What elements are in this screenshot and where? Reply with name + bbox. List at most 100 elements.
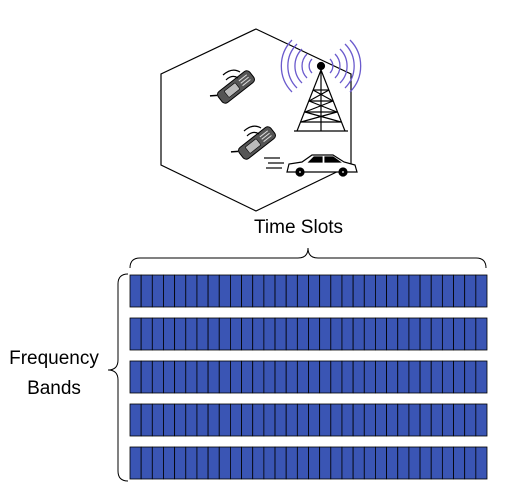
time-slot bbox=[464, 446, 477, 480]
time-slot bbox=[241, 360, 254, 394]
time-slot bbox=[163, 317, 176, 351]
time-slot bbox=[274, 274, 287, 308]
time-slot bbox=[263, 317, 276, 351]
time-slot bbox=[308, 446, 321, 480]
time-slot bbox=[363, 317, 376, 351]
time-slot bbox=[129, 274, 142, 308]
time-slot bbox=[129, 360, 142, 394]
time-slot bbox=[408, 446, 421, 480]
time-slot bbox=[274, 446, 287, 480]
time-slot bbox=[441, 446, 454, 480]
frequency-band bbox=[129, 403, 488, 437]
time-slot bbox=[397, 403, 410, 437]
time-slot bbox=[207, 317, 220, 351]
time-slot bbox=[352, 274, 365, 308]
time-slot bbox=[241, 446, 254, 480]
time-slot bbox=[185, 317, 198, 351]
time-slot bbox=[464, 317, 477, 351]
time-slot bbox=[341, 446, 354, 480]
time-slot bbox=[430, 403, 443, 437]
time-slot bbox=[151, 360, 164, 394]
time-slot bbox=[441, 317, 454, 351]
car-icon bbox=[286, 154, 358, 177]
time-slot bbox=[196, 317, 209, 351]
time-slot bbox=[430, 360, 443, 394]
time-slot bbox=[330, 446, 343, 480]
time-slot bbox=[285, 317, 298, 351]
time-slot bbox=[140, 317, 153, 351]
time-slot bbox=[375, 274, 388, 308]
time-slot bbox=[296, 360, 309, 394]
time-slot bbox=[363, 446, 376, 480]
time-slot bbox=[352, 403, 365, 437]
time-slot bbox=[163, 403, 176, 437]
time-slot bbox=[263, 360, 276, 394]
time-slot bbox=[386, 403, 399, 437]
time-slot bbox=[163, 446, 176, 480]
time-slot bbox=[308, 274, 321, 308]
time-slot bbox=[475, 274, 488, 308]
time-slot bbox=[319, 274, 332, 308]
time-slot bbox=[408, 274, 421, 308]
speed-lines bbox=[264, 157, 284, 169]
time-slot bbox=[408, 403, 421, 437]
time-slot bbox=[464, 360, 477, 394]
time-slot bbox=[263, 446, 276, 480]
time-slot bbox=[308, 403, 321, 437]
time-slot bbox=[341, 403, 354, 437]
time-slot bbox=[363, 360, 376, 394]
time-slot bbox=[375, 446, 388, 480]
frequency-band bbox=[129, 446, 488, 480]
time-frequency-grid bbox=[129, 274, 488, 480]
time-slot bbox=[375, 360, 388, 394]
frequency-bands-brace bbox=[107, 273, 129, 482]
time-slot bbox=[140, 360, 153, 394]
time-slot bbox=[174, 446, 187, 480]
time-slot bbox=[319, 360, 332, 394]
frequency-bands-label: Frequency Bands bbox=[0, 344, 108, 404]
time-slot bbox=[296, 274, 309, 308]
time-slot bbox=[218, 403, 231, 437]
time-slot bbox=[296, 446, 309, 480]
time-slot bbox=[408, 360, 421, 394]
time-slot bbox=[419, 274, 432, 308]
frequency-band bbox=[129, 274, 488, 308]
time-slot bbox=[207, 403, 220, 437]
time-slot bbox=[285, 360, 298, 394]
time-slot bbox=[218, 317, 231, 351]
time-slot bbox=[430, 446, 443, 480]
time-slot bbox=[352, 317, 365, 351]
time-slot bbox=[419, 360, 432, 394]
time-slot bbox=[218, 446, 231, 480]
time-slot bbox=[441, 403, 454, 437]
time-slot bbox=[453, 403, 466, 437]
time-slot bbox=[296, 317, 309, 351]
frequency-band bbox=[129, 317, 488, 351]
time-slot bbox=[397, 360, 410, 394]
time-slot bbox=[207, 446, 220, 480]
time-slot bbox=[341, 274, 354, 308]
time-slot bbox=[174, 403, 187, 437]
time-slot bbox=[185, 403, 198, 437]
time-slot bbox=[341, 317, 354, 351]
time-slot bbox=[163, 274, 176, 308]
time-slot bbox=[285, 403, 298, 437]
time-slot bbox=[330, 274, 343, 308]
time-slot bbox=[352, 446, 365, 480]
frequency-label-line2: Bands bbox=[27, 378, 81, 399]
time-slot bbox=[319, 317, 332, 351]
time-slot bbox=[475, 317, 488, 351]
time-slot bbox=[140, 403, 153, 437]
time-slot bbox=[386, 274, 399, 308]
time-slot bbox=[274, 360, 287, 394]
time-slot bbox=[308, 317, 321, 351]
time-slot bbox=[453, 360, 466, 394]
time-slot bbox=[274, 403, 287, 437]
time-slot bbox=[230, 317, 242, 351]
time-slot bbox=[319, 446, 332, 480]
time-slot bbox=[252, 360, 265, 394]
time-slot bbox=[151, 446, 164, 480]
time-slot bbox=[430, 274, 443, 308]
time-slots-label: Time Slots bbox=[254, 217, 344, 238]
